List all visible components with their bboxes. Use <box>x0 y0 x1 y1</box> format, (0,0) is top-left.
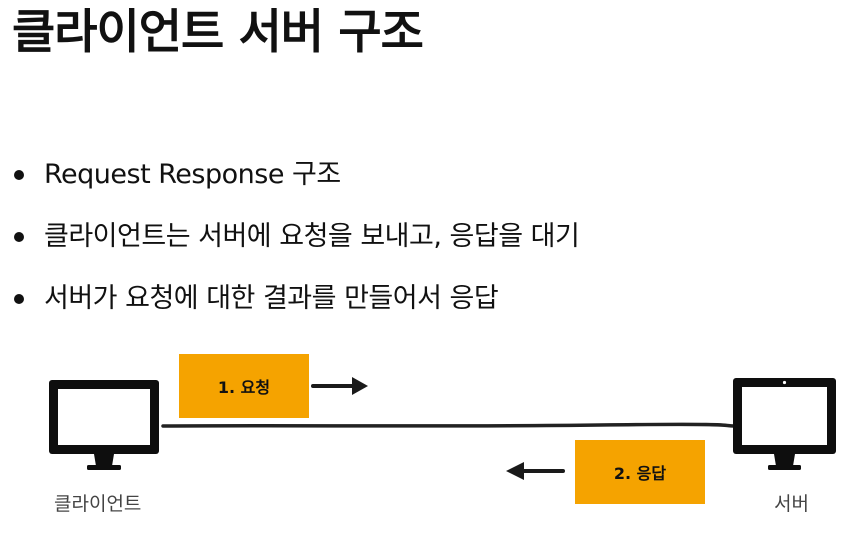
client-monitor-icon <box>49 380 159 470</box>
bullet-dot <box>14 170 24 180</box>
bullet-text: 서버가 요청에 대한 결과를 만들어서 응답 <box>44 283 499 314</box>
arrow-left-icon <box>506 462 565 480</box>
bullet-item: 클라이언트는 서버에 요청을 보내고, 응답을 대기 <box>14 212 580 274</box>
bullet-list: Request Response 구조 클라이언트는 서버에 요청을 보내고, … <box>14 150 580 336</box>
bullet-dot <box>14 232 24 242</box>
bullet-text: Request Response 구조 <box>44 159 341 190</box>
request-label: 1. 요청 <box>217 378 271 397</box>
bullet-text: 클라이언트는 서버에 요청을 보내고, 응답을 대기 <box>44 221 580 252</box>
bullet-item: Request Response 구조 <box>14 150 579 212</box>
server-label: 서버 <box>774 493 809 515</box>
slide-title: 클라이언트 서버 구조 <box>12 5 424 60</box>
request-label-box: 1. 요청 <box>179 354 309 418</box>
response-label: 2. 응답 <box>613 464 667 483</box>
connection-line <box>161 422 736 428</box>
client-label: 클라이언트 <box>54 493 142 515</box>
response-label-box: 2. 응답 <box>575 440 705 504</box>
bullet-dot <box>14 294 24 304</box>
bullet-item: 서버가 요청에 대한 결과를 만들어서 응답 <box>14 274 579 336</box>
arrow-right-icon <box>311 377 368 395</box>
server-monitor-icon <box>733 378 836 470</box>
